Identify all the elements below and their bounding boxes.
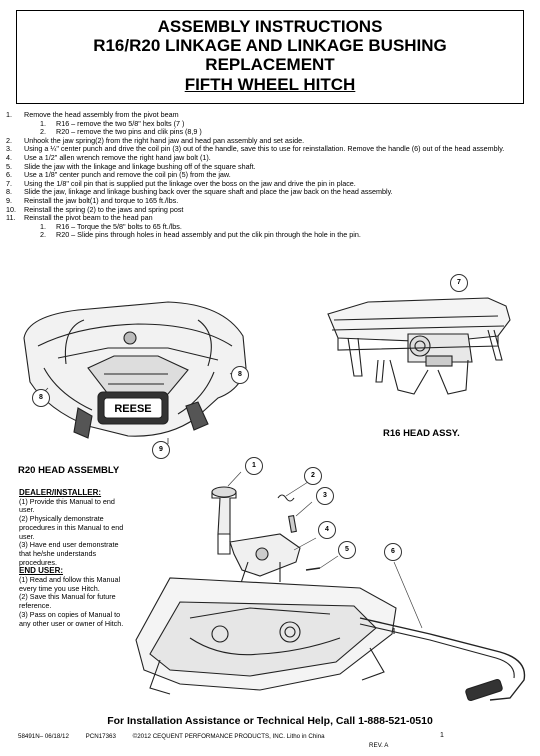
revision: REV. A bbox=[369, 742, 389, 749]
sub-step: 1. R16 – Torque the 5/8" bolts to 65 ft./… bbox=[6, 221, 526, 232]
step-text: Unhook the jaw spring(2) from the right … bbox=[24, 135, 305, 145]
title-box: ASSEMBLY INSTRUCTIONS R16/R20 LINKAGE AN… bbox=[16, 10, 524, 104]
step-number: 1. bbox=[6, 110, 12, 119]
callout-8-right: 8 bbox=[231, 366, 249, 384]
step-number: 7. bbox=[6, 178, 12, 188]
end-user-item: (2) Save this Manual for future referenc… bbox=[19, 592, 116, 611]
step-text: Use a 1/2" allen wrench remove the right… bbox=[24, 152, 211, 162]
callout-9: 9 bbox=[152, 441, 170, 459]
step-text: Remove the head assembly from the pivot … bbox=[24, 110, 179, 119]
title-line-3: REPLACEMENT bbox=[205, 55, 335, 74]
step: 6. Use a 1/8" center punch and remove the… bbox=[6, 171, 526, 180]
step-number: 5. bbox=[6, 161, 12, 171]
brand-logo-text: REESE bbox=[114, 403, 151, 415]
step-text: R20 – remove the two pins and clik pins … bbox=[56, 127, 202, 137]
sub-step: 2. R20 – Slide pins through holes in head… bbox=[6, 231, 526, 240]
step-number: 1. bbox=[40, 118, 46, 128]
step-text: Reinstall the pivot beam to the head pan bbox=[24, 213, 153, 223]
help-line: For Installation Assistance or Technical… bbox=[107, 715, 433, 727]
step: 3. Using a ¼" center punch and drive the … bbox=[6, 145, 526, 154]
step-number: 2. bbox=[6, 135, 12, 145]
step-number: 2. bbox=[40, 230, 46, 240]
step-text: Using a ¼" center punch and drive the co… bbox=[24, 144, 505, 154]
step: 4. Use a 1/2" allen wrench remove the rig… bbox=[6, 152, 526, 163]
dealer-item: (3) Have end user demonstrate that he/sh… bbox=[19, 540, 119, 567]
step: 8. Slide the jaw, linkage and linkage bus… bbox=[6, 188, 526, 197]
title-line-1: ASSEMBLY INSTRUCTIONS bbox=[157, 17, 383, 36]
sub-step: 2. R20 – remove the two pins and clik pin… bbox=[6, 128, 526, 137]
step: 9. Reinstall the jaw bolt(1) and torque t… bbox=[6, 195, 526, 206]
dealer-user-notice: DEALER/INSTALLER: (1) Provide this Manua… bbox=[19, 488, 131, 628]
step: 1. Remove the head assembly from the pivo… bbox=[6, 110, 526, 120]
end-user-heading: END USER: bbox=[19, 566, 64, 576]
step-number: 4. bbox=[6, 152, 12, 162]
step-text: Use a 1/8" center punch and remove the c… bbox=[24, 170, 231, 180]
step-text: R16 – Torque the 5/8" bolts to 65 ft./lb… bbox=[56, 221, 182, 231]
step: 2. Unhook the jaw spring(2) from the righ… bbox=[6, 135, 526, 146]
callout-5: 5 bbox=[338, 541, 356, 559]
step: 10. Reinstall the spring (2) to the jaws … bbox=[6, 204, 526, 215]
step-text: R16 – remove the two 5/8" hex bolts (7 ) bbox=[56, 118, 185, 128]
callout-6: 6 bbox=[384, 543, 402, 561]
step: 7. Using the 1/8" coil pin that is suppli… bbox=[6, 178, 526, 189]
step: 5. Slide the jaw with the linkage and lin… bbox=[6, 161, 526, 172]
end-user-item: (1) Read and follow this Manual every ti… bbox=[19, 575, 121, 593]
callout-3: 3 bbox=[316, 487, 334, 505]
dealer-item: (2) Physically demonstrate procedures in… bbox=[19, 514, 124, 541]
sub-step: 1. R16 – remove the two 5/8" hex bolts (7… bbox=[6, 118, 526, 129]
footer-meta: 58491N– 06/18/12 PCN17363 ©2012 CEQUENT … bbox=[18, 733, 340, 740]
r20-head-rear-illustration: REESE bbox=[23, 301, 247, 444]
r20-figure-label: R20 HEAD ASSEMBLY bbox=[18, 465, 120, 476]
r20-exploded-illustration bbox=[135, 471, 526, 702]
step-number: 1. bbox=[40, 221, 46, 231]
step-text: R20 – Slide pins through holes in head a… bbox=[56, 230, 361, 240]
step-number: 11. bbox=[6, 213, 16, 223]
pcn-number: PCN17363 bbox=[85, 733, 116, 740]
dealer-item: (1) Provide this Manual to end user. bbox=[19, 496, 115, 515]
step-number: 2. bbox=[40, 127, 46, 137]
r16-figure-label: R16 HEAD ASSY. bbox=[383, 428, 460, 439]
title-line-2: R16/R20 LINKAGE AND LINKAGE BUSHING bbox=[93, 36, 447, 55]
callout-8-left: 8 bbox=[32, 389, 50, 407]
step-text: Slide the jaw, linkage and linkage bushi… bbox=[24, 187, 393, 197]
step-number: 10. bbox=[6, 204, 16, 214]
callout-4: 4 bbox=[318, 521, 336, 539]
end-user-item: (3) Pass on copies of Manual to any othe… bbox=[19, 609, 124, 628]
copyright: ©2012 CEQUENT PERFORMANCE PRODUCTS, INC.… bbox=[132, 733, 325, 740]
step: 11. Reinstall the pivot beam to the head … bbox=[6, 214, 526, 223]
step-text: Using the 1/8" coil pin that is supplied… bbox=[24, 178, 356, 188]
dealer-installer-heading: DEALER/INSTALLER: bbox=[19, 488, 102, 497]
title-line-4: FIFTH WHEEL HITCH bbox=[184, 75, 356, 94]
instruction-steps: 1.Remove the head assembly from the pivo… bbox=[6, 110, 526, 240]
step-number: 8. bbox=[6, 187, 12, 197]
step-text: Slide the jaw with the linkage and linka… bbox=[24, 161, 256, 171]
step-number: 6. bbox=[6, 170, 12, 180]
step-text: Reinstall the spring (2) to the jaws and… bbox=[24, 204, 184, 214]
callout-7: 7 bbox=[450, 274, 468, 292]
step-number: 3. bbox=[6, 144, 12, 154]
step-number: 9. bbox=[6, 195, 12, 205]
step-text: Reinstall the jaw bolt(1) and torque to … bbox=[24, 195, 179, 205]
callout-2: 2 bbox=[304, 467, 322, 485]
page-number: 1 bbox=[440, 732, 444, 739]
callout-1: 1 bbox=[245, 457, 263, 475]
part-number: 58491N– 06/18/12 bbox=[18, 733, 69, 740]
r16-head-assembly-illustration bbox=[327, 297, 511, 395]
